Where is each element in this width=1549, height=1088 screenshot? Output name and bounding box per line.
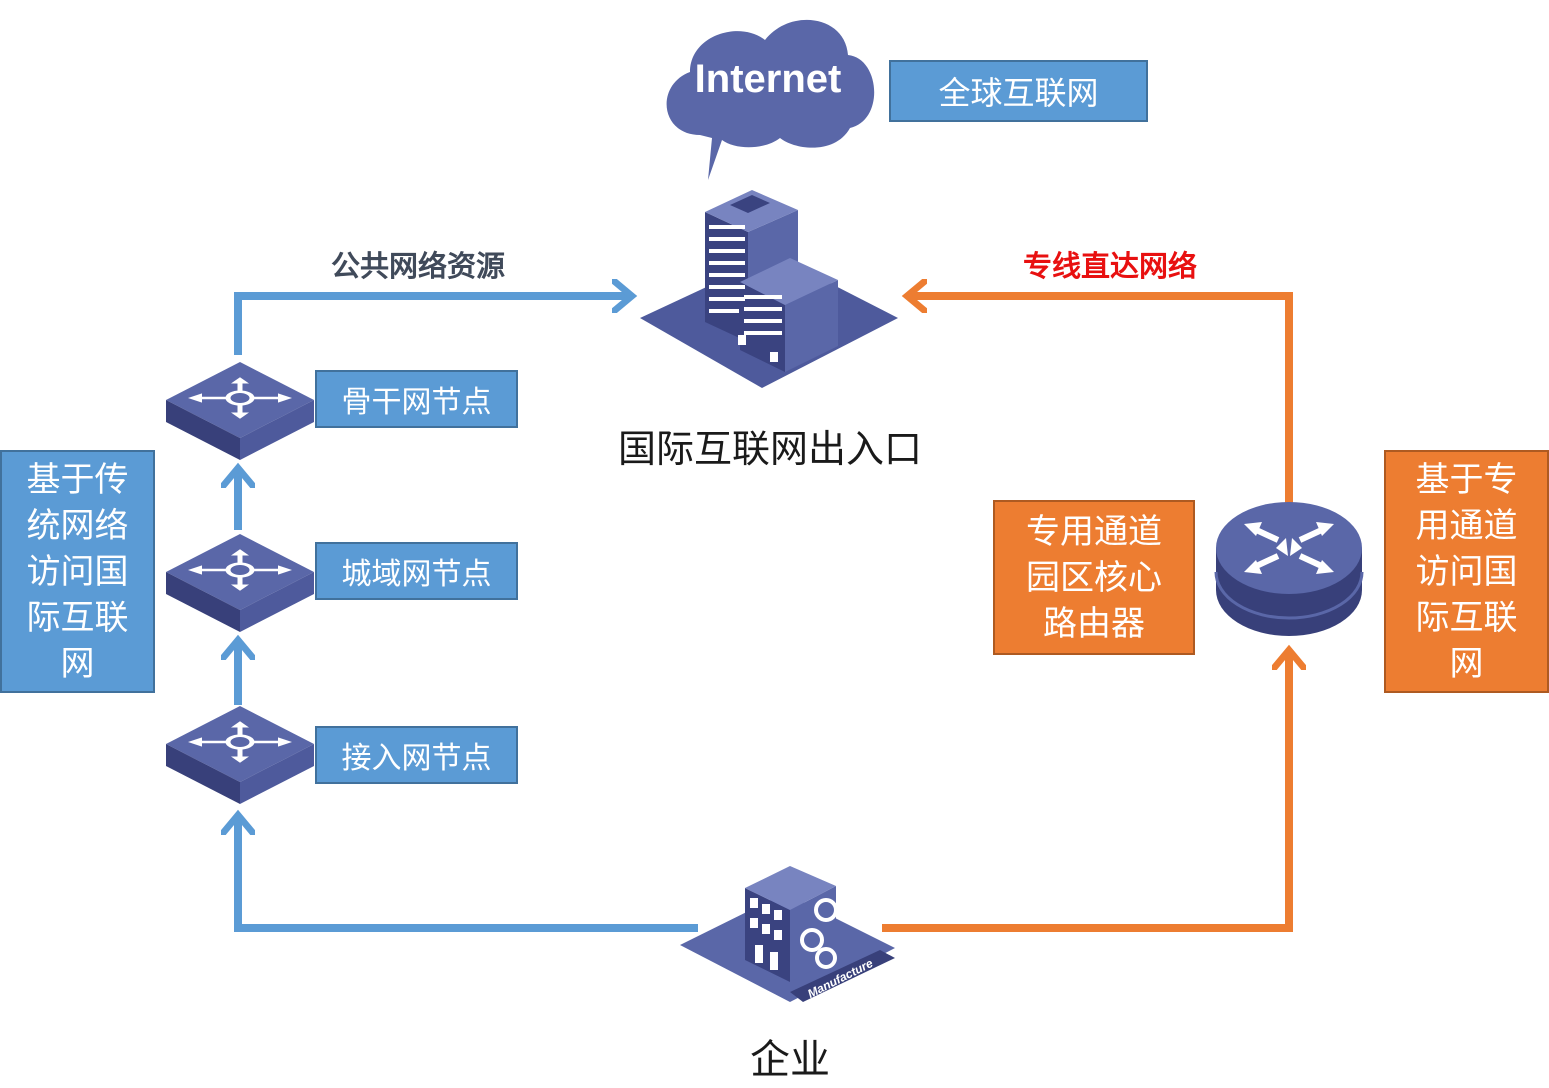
orange-line-enterprise-to-router [882,650,1289,932]
metro-switch-icon [166,534,314,632]
internet-label-text: 全球互联网 [938,74,1099,112]
access-switch-icon [166,706,314,804]
access-node-label: 接入网节点 [315,726,518,784]
internet-cloud-icon: Internet [666,19,875,181]
access-node-label-text: 接入网节点 [341,741,492,776]
traditional-network-side-text: 基于传 统网络 访问国 际互联 网 [26,459,129,684]
metro-node-label-text: 城域网节点 [341,557,492,592]
traditional-network-side-label: 基于传 统网络 访问国 际互联 网 [0,450,155,693]
backbone-node-label: 骨干网节点 [315,370,518,428]
orange-path-lines [882,296,1293,932]
core-router-label-text: 专用通道 园区核心 路由器 [1026,511,1162,644]
gateway-label-text: 国际互联网出入口 [617,426,922,471]
blue-line-backbone-to-gateway [234,296,632,355]
internet-label: 全球互联网 [889,60,1148,122]
public-network-caption: 公共网络资源 [331,249,505,283]
metro-node-label: 城域网节点 [315,542,518,600]
orange-line-router-to-gateway [907,296,1293,505]
core-router-icon [1214,502,1364,636]
backbone-switch-icon [166,362,314,460]
enterprise-label-text: 企业 [750,1037,830,1083]
blue-path-lines [234,296,698,932]
backbone-node-label-text: 骨干网节点 [341,385,492,420]
enterprise-factory-icon: Manufacture [680,866,895,1002]
gateway-label: 国际互联网出入口 [590,418,950,472]
blue-line-enterprise-to-access [238,815,698,932]
internet-cloud-text: Internet [695,57,842,101]
enterprise-label: 企业 [720,1028,860,1084]
gateway-building-icon [640,190,898,388]
dedicated-channel-side-text: 基于专 用通道 访问国 际互联 网 [1415,459,1518,684]
core-router-label: 专用通道 园区核心 路由器 [993,500,1195,655]
dedicated-channel-side-label: 基于专 用通道 访问国 际互联 网 [1384,450,1549,693]
dedicated-line-caption: 专线直达网络 [1023,249,1197,283]
